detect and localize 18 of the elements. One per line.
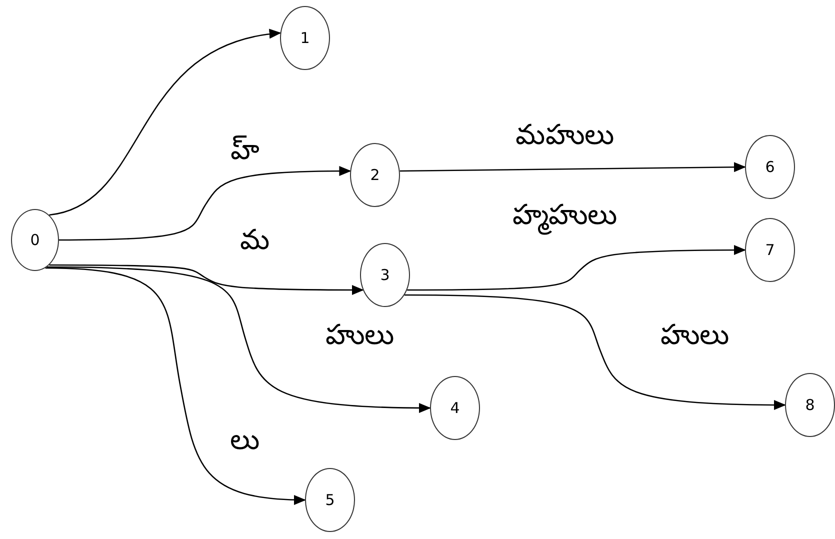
transition-arrow [404, 294, 786, 410]
state-circle [11, 209, 59, 271]
state-number: 6 [765, 158, 775, 176]
transition-arrow [407, 245, 746, 291]
transition-arrow [45, 267, 306, 505]
state-number: 5 [325, 491, 335, 509]
state-number: 0 [30, 231, 40, 249]
transition-arrow [46, 266, 431, 413]
transition-arrow [49, 30, 282, 216]
state-number: 4 [450, 399, 460, 417]
state-number: 2 [370, 166, 380, 184]
transition-arrow [400, 162, 746, 172]
state-number: 1 [300, 29, 310, 47]
transition-arrow [49, 264, 364, 295]
transition-arrow [59, 166, 352, 241]
state-number: 8 [805, 396, 815, 414]
state-number: 3 [380, 266, 390, 284]
state-number: 7 [765, 241, 775, 259]
